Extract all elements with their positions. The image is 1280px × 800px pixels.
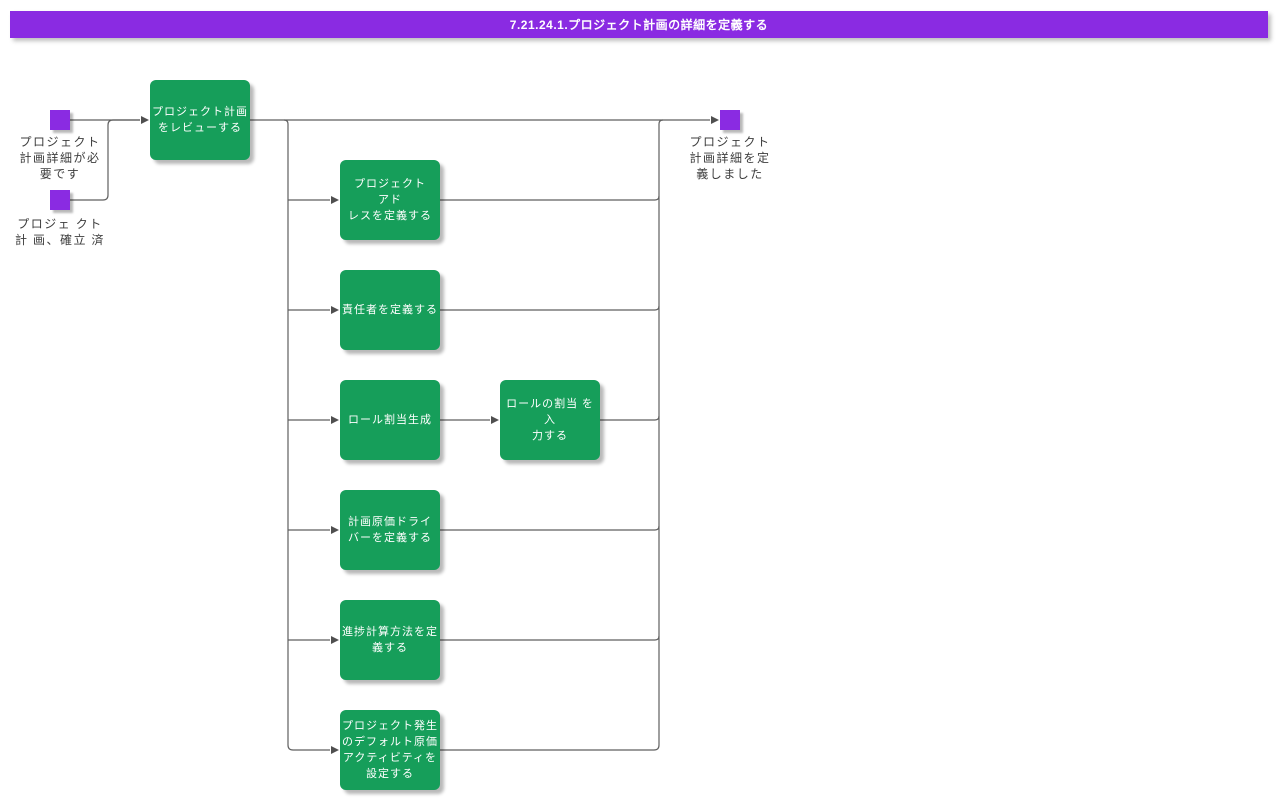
start-event-plan-details-needed-label: プロジェクト 計画詳細が必 要です — [19, 135, 101, 181]
end-event-plan-details-defined[interactable] — [720, 110, 740, 130]
flow-cost-driver-out — [440, 525, 660, 531]
start-event-plan-established[interactable] — [50, 190, 70, 210]
task-generate-role-assignment[interactable]: ロール割当生成 — [340, 380, 440, 460]
flow-address-out — [440, 195, 660, 201]
arrowhead-default-cost-in — [331, 746, 339, 754]
arrowhead-cost-driver-in — [331, 526, 339, 534]
task-define-cost-driver-label: 計画原価ドライ バーを定義する — [348, 516, 432, 544]
task-enter-role-assignment[interactable]: ロールの割当 を入 力する — [500, 380, 600, 460]
task-set-default-cost-activity-label: プロジェクト発生 のデフォルト原価 アクティビティを 設定する — [342, 720, 438, 780]
flow-role-enter-out — [600, 415, 660, 421]
flow-default-cost-out — [440, 744, 660, 751]
task-set-default-cost-activity[interactable]: プロジェクト発生 のデフォルト原価 アクティビティを 設定する — [340, 710, 440, 790]
task-define-project-address[interactable]: プロジェクト アド レスを定義する — [340, 160, 440, 240]
arrowhead-progress-in — [331, 636, 339, 644]
task-review-project-plan-label: プロジェクト計画 をレビューする — [152, 106, 248, 134]
diagram-title: 7.21.24.1.プロジェクト計画の詳細を定義する — [509, 18, 769, 32]
task-generate-role-assignment-label: ロール割当生成 — [348, 414, 432, 426]
task-define-project-address-label: プロジェクト アド レスを定義する — [348, 178, 432, 222]
flow-start2-merge — [70, 119, 140, 201]
task-define-responsible-label: 責任者を定義する — [342, 304, 438, 316]
start-event-plan-details-needed[interactable] — [50, 110, 70, 130]
flow-branch-vertical — [283, 119, 330, 751]
flow-progress-out — [440, 635, 660, 641]
flow-responsible-out — [440, 305, 660, 311]
task-define-responsible[interactable]: 責任者を定義する — [340, 270, 440, 350]
title-bar: 7.21.24.1.プロジェクト計画の詳細を定義する — [10, 11, 1268, 38]
task-define-cost-driver[interactable]: 計画原価ドライ バーを定義する — [340, 490, 440, 570]
flow-merge-vertical — [658, 119, 664, 745]
task-enter-role-assignment-label: ロールの割当 を入 力する — [506, 398, 594, 442]
arrowhead-review-in — [141, 116, 149, 124]
arrowhead-responsible-in — [331, 306, 339, 314]
end-event-plan-details-defined-label: プロジェクト 計画詳細を定 義しました — [689, 135, 771, 181]
arrowhead-role-generate-in — [331, 416, 339, 424]
arrowhead-role-enter-in — [491, 416, 499, 424]
task-define-progress-method-label: 進捗計算方法を定 義する — [342, 626, 438, 654]
start-event-plan-established-label: プロジェ クト 計 画、確立 済 — [14, 217, 105, 247]
task-define-progress-method[interactable]: 進捗計算方法を定 義する — [340, 600, 440, 680]
arrowhead-address-in — [331, 196, 339, 204]
task-review-project-plan[interactable]: プロジェクト計画 をレビューする — [150, 80, 250, 160]
arrowhead-end-in — [711, 116, 719, 124]
